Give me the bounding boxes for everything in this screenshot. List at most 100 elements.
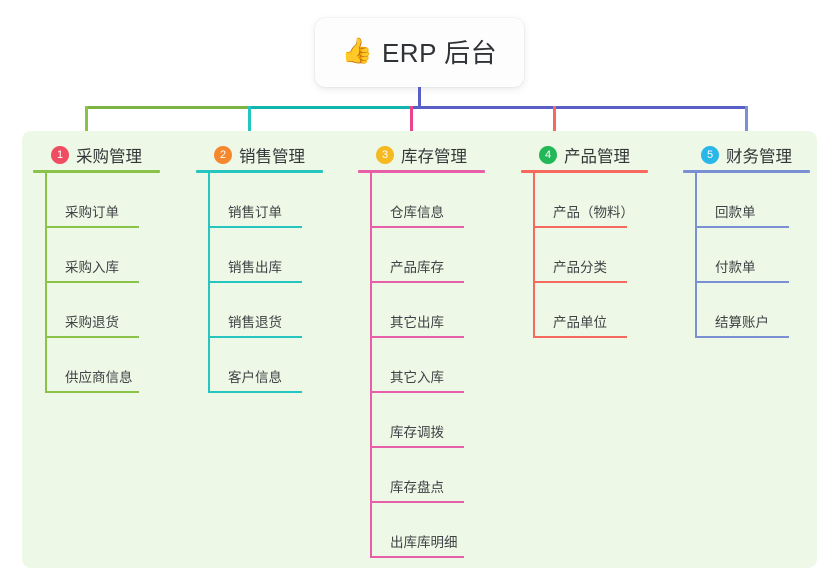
branch-item[interactable]: 销售退货	[208, 283, 346, 338]
connector-drop-1	[85, 106, 88, 139]
connector-drop-5	[745, 106, 748, 139]
branch-item[interactable]: 供应商信息	[45, 338, 183, 393]
branch-item-spine	[45, 228, 47, 283]
branch-column-4: 4 产品管理产品（物料） 产品分类产品单位	[521, 139, 671, 338]
branch-item-label: 采购退货	[65, 315, 119, 330]
branch-item[interactable]: 采购订单	[45, 173, 183, 228]
branch-item-spine	[370, 448, 372, 503]
branch-item[interactable]: 产品（物料）	[533, 173, 671, 228]
branch-item-spine	[533, 283, 535, 338]
branch-item-label: 结算账户	[715, 315, 769, 330]
branch-underline-4	[521, 170, 648, 173]
branch-item-spine	[370, 173, 372, 228]
branch-item[interactable]: 产品库存	[370, 228, 508, 283]
branch-header-3[interactable]: 3 库存管理	[358, 139, 508, 170]
branch-item-spine	[370, 228, 372, 283]
branch-items-1: 采购订单采购入库采购退货供应商信息	[45, 173, 183, 393]
branch-item-underline	[208, 336, 302, 338]
branch-item-underline	[533, 336, 627, 338]
branch-item-spine	[45, 173, 47, 228]
branch-item-spine	[208, 173, 210, 228]
branch-badge-2: 2	[214, 145, 232, 164]
branch-item[interactable]: 回款单	[695, 173, 833, 228]
branch-item[interactable]: 采购退货	[45, 283, 183, 338]
branch-title-4: 产品管理	[564, 147, 630, 166]
branch-item[interactable]: 仓库信息	[370, 173, 508, 228]
branch-item-label: 仓库信息	[390, 205, 444, 220]
branch-item-label: 其它出库	[390, 315, 444, 330]
branch-item-underline	[695, 336, 789, 338]
branch-item-label: 产品（物料）	[553, 205, 634, 220]
branch-item-underline	[208, 226, 302, 228]
branch-item[interactable]: 其它出库	[370, 283, 508, 338]
branch-item-label: 采购订单	[65, 205, 119, 220]
branch-item-underline	[370, 391, 464, 393]
branch-title-2: 销售管理	[239, 147, 305, 166]
branch-item[interactable]: 出库库明细	[370, 503, 508, 558]
branch-item-underline	[45, 336, 139, 338]
branch-items-2: 销售订单销售出库销售退货客户信息	[208, 173, 346, 393]
branch-item[interactable]: 付款单	[695, 228, 833, 283]
branch-item-underline	[45, 281, 139, 283]
connector-bus-segment-1	[85, 106, 248, 109]
branch-item-label: 销售订单	[228, 205, 282, 220]
branch-item-spine	[533, 228, 535, 283]
branch-item-label: 产品库存	[390, 260, 444, 275]
branch-item-underline	[695, 226, 789, 228]
branch-item-spine	[695, 283, 697, 338]
branch-underline-1	[33, 170, 160, 173]
connector-drop-2	[248, 106, 251, 139]
branch-item-spine	[208, 338, 210, 393]
branch-items-3: 仓库信息产品库存其它出库其它入库库存调拨库存盘点出库库明细	[370, 173, 508, 558]
branch-item-label: 出库库明细	[390, 535, 458, 550]
branch-header-2[interactable]: 2 销售管理	[196, 139, 346, 170]
branch-item[interactable]: 结算账户	[695, 283, 833, 338]
branch-badge-5: 5	[701, 145, 719, 164]
branch-item-label: 供应商信息	[65, 370, 133, 385]
branch-item-label: 产品分类	[553, 260, 607, 275]
branch-item[interactable]: 销售出库	[208, 228, 346, 283]
branch-item-spine	[695, 228, 697, 283]
branch-item[interactable]: 库存调拨	[370, 393, 508, 448]
connector-drop-3	[410, 106, 413, 139]
branch-item[interactable]: 产品单位	[533, 283, 671, 338]
branch-header-4[interactable]: 4 产品管理	[521, 139, 671, 170]
branch-item-spine	[370, 503, 372, 558]
branch-column-3: 3 库存管理仓库信息产品库存其它出库其它入库库存调拨库存盘点出库库明细	[358, 139, 508, 558]
branch-item-underline	[45, 226, 139, 228]
branch-column-2: 2 销售管理销售订单销售出库销售退货客户信息	[196, 139, 346, 393]
connector-bus-segment-3	[410, 106, 748, 109]
branch-item[interactable]: 采购入库	[45, 228, 183, 283]
branch-item-underline	[45, 391, 139, 393]
branch-item[interactable]: 其它入库	[370, 338, 508, 393]
branch-badge-4: 4	[539, 145, 557, 164]
branch-item-underline	[370, 501, 464, 503]
branch-badge-1: 1	[51, 145, 69, 164]
branch-item[interactable]: 库存盘点	[370, 448, 508, 503]
branch-badge-3: 3	[376, 145, 394, 164]
branch-item-underline	[370, 446, 464, 448]
root-node-card[interactable]: 👍 ERP 后台	[315, 18, 524, 87]
branch-item-spine	[45, 283, 47, 338]
branch-item-underline	[695, 281, 789, 283]
branch-item-underline	[370, 556, 464, 558]
branch-item-underline	[208, 391, 302, 393]
branch-title-3: 库存管理	[401, 147, 467, 166]
root-node-content: 👍 ERP 后台	[342, 33, 497, 70]
branch-item-spine	[370, 338, 372, 393]
branch-item-spine	[45, 338, 47, 393]
root-node-title: ERP 后台	[381, 38, 498, 68]
branch-item-underline	[370, 281, 464, 283]
branch-item-label: 销售退货	[228, 315, 282, 330]
branch-item[interactable]: 产品分类	[533, 228, 671, 283]
branch-item[interactable]: 销售订单	[208, 173, 346, 228]
branch-item-spine	[370, 283, 372, 338]
branch-item-label: 库存调拨	[390, 425, 444, 440]
branch-item[interactable]: 客户信息	[208, 338, 346, 393]
branch-item-label: 销售出库	[228, 260, 282, 275]
